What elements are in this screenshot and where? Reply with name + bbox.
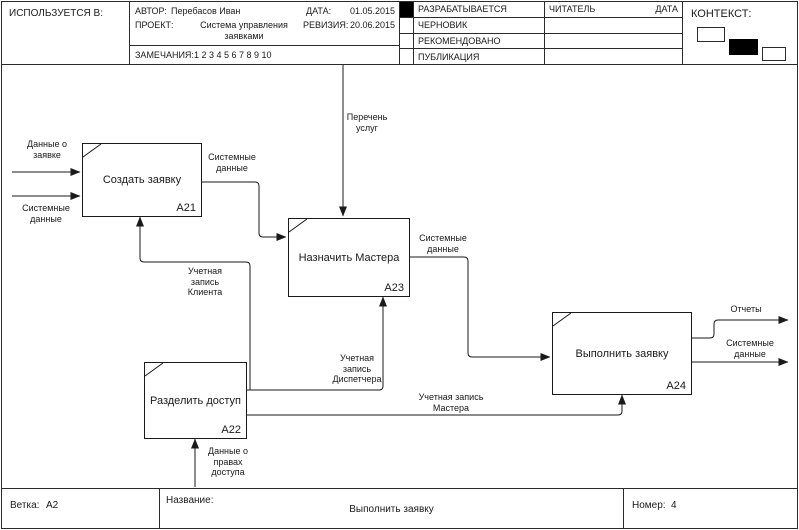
- status-filled-marker: [400, 2, 414, 17]
- node-id: A21: [176, 202, 196, 214]
- status-label: РЕКОМЕНДОВАНО: [418, 35, 501, 46]
- branch-label: Ветка:: [10, 500, 40, 511]
- arrow-label-client-account: Учетная запись Клиента: [187, 266, 223, 297]
- arrow-master-account: [245, 394, 626, 416]
- arrow-label-reports: Отчеты: [730, 304, 762, 314]
- reader-row: [545, 49, 682, 64]
- node-id: A24: [666, 380, 686, 392]
- fold-corner-icon: [145, 363, 164, 377]
- reader-row: [545, 34, 682, 50]
- author-label: АВТОР:: [135, 6, 167, 16]
- status-empty-marker: [400, 17, 414, 33]
- node-id: A23: [384, 282, 404, 294]
- arrow-label-services-list: Перечень услуг: [346, 112, 388, 133]
- revision-label: РЕВИЗИЯ:: [303, 20, 349, 30]
- arrow-label-dispatcher-account: Учетная запись Диспетчера: [332, 353, 382, 384]
- status-row: РЕКОМЕНДОВАНО: [400, 33, 544, 50]
- status-label: РАЗРАБАТЫВАЕТСЯ: [418, 4, 507, 15]
- kit-footer: Ветка: A2 Название: Выполнить заявку Ном…: [2, 488, 797, 528]
- status-row: РАЗРАБАТЫВАЕТСЯ: [400, 2, 544, 18]
- diagram-title: Выполнить заявку: [349, 504, 434, 515]
- branch-cell: Ветка: A2: [2, 489, 160, 528]
- project-value: Система управления заявками: [200, 20, 288, 41]
- arrow-reports: [690, 316, 789, 339]
- status-row: ПУБЛИКАЦИЯ: [400, 49, 544, 64]
- fold-corner-icon: [289, 219, 308, 233]
- status-label: ЧЕРНОВИК: [418, 20, 468, 31]
- number-label: Номер:: [632, 500, 666, 511]
- arrow-label-access-rights: Данные о правах доступа: [207, 446, 249, 477]
- arrow-a21-to-a23: [200, 181, 287, 241]
- diagram-canvas: Создать заявку A21 Назначить Мастера A23…: [2, 65, 797, 488]
- reader-date-label: ДАТА: [655, 4, 678, 15]
- function-box-label: Выполнить заявку: [575, 347, 669, 360]
- meta-divider: [130, 45, 399, 46]
- reader-row: ЧИТАТЕЛЬ ДАТА: [545, 2, 682, 18]
- used-in-cell: ИСПОЛЬЗУЕТСЯ В:: [2, 2, 130, 64]
- fold-corner-icon: [553, 313, 572, 327]
- function-box-a21[interactable]: Создать заявку A21: [82, 143, 202, 217]
- notes-value: 1 2 3 4 5 6 7 8 9 10: [194, 50, 272, 60]
- status-cell: РАЗРАБАТЫВАЕТСЯ ЧЕРНОВИК РЕКОМЕНДОВАНО П…: [400, 2, 545, 64]
- arrow-label-system-data-out: Системные данные: [726, 338, 774, 359]
- branch-value: A2: [46, 500, 59, 511]
- revision-value: 20.06.2015: [349, 20, 395, 30]
- status-empty-marker: [400, 33, 414, 49]
- context-label: КОНТЕКСТ:: [691, 8, 752, 20]
- arrow-label-request-data: Данные о заявке: [26, 139, 68, 160]
- arrow-label-system-data-in: Системные данные: [22, 203, 70, 224]
- arrow-label-master-account: Учетная запись Мастера: [418, 392, 484, 413]
- function-box-a24[interactable]: Выполнить заявку A24: [552, 312, 692, 395]
- status-empty-marker: [400, 49, 414, 64]
- arrow-label-system-data-a21: Системные данные: [208, 152, 256, 173]
- function-box-a23[interactable]: Назначить Мастера A23: [288, 218, 410, 297]
- project-label: ПРОЕКТ:: [135, 20, 174, 30]
- context-cell: КОНТЕКСТ:: [683, 2, 797, 64]
- reader-label: ЧИТАТЕЛЬ: [549, 4, 596, 15]
- context-parent-box: [697, 27, 725, 42]
- status-label: ПУБЛИКАЦИЯ: [418, 51, 480, 62]
- context-current-box: [729, 39, 758, 55]
- arrow-label-system-data-a23: Системные данные: [419, 233, 467, 254]
- arrow-dispatcher-account: [245, 296, 387, 391]
- arrow-a23-to-a24: [408, 256, 551, 361]
- author-value: Перебасов Иван: [171, 6, 241, 16]
- number-value: 4: [671, 500, 677, 511]
- function-box-a22[interactable]: Разделить доступ A22: [144, 362, 247, 439]
- node-id: A22: [221, 424, 241, 436]
- function-box-label: Назначить Мастера: [298, 251, 400, 264]
- number-cell: Номер: 4: [624, 489, 797, 528]
- status-row: ЧЕРНОВИК: [400, 17, 544, 34]
- date-label: ДАТА:: [306, 6, 332, 16]
- kit-header: ИСПОЛЬЗУЕТСЯ В: АВТОР: Перебасов Иван ДА…: [2, 2, 797, 65]
- reader-cell: ЧИТАТЕЛЬ ДАТА: [545, 2, 683, 64]
- function-box-label: Создать заявку: [102, 174, 182, 186]
- reader-row: [545, 18, 682, 34]
- name-cell: Название: Выполнить заявку: [160, 489, 624, 528]
- name-label: Название:: [166, 495, 214, 506]
- fold-corner-icon: [83, 144, 102, 158]
- used-in-label: ИСПОЛЬЗУЕТСЯ В:: [9, 8, 104, 19]
- context-sibling-box: [762, 47, 786, 61]
- meta-cell: АВТОР: Перебасов Иван ДАТА: 01.05.2015 П…: [130, 2, 400, 64]
- notes-label: ЗАМЕЧАНИЯ:: [135, 50, 194, 60]
- function-box-label: Разделить доступ: [150, 394, 241, 407]
- date-value: 01.05.2015: [349, 6, 395, 16]
- arrow-layer: [12, 65, 789, 487]
- arrow-client-account: [136, 216, 251, 390]
